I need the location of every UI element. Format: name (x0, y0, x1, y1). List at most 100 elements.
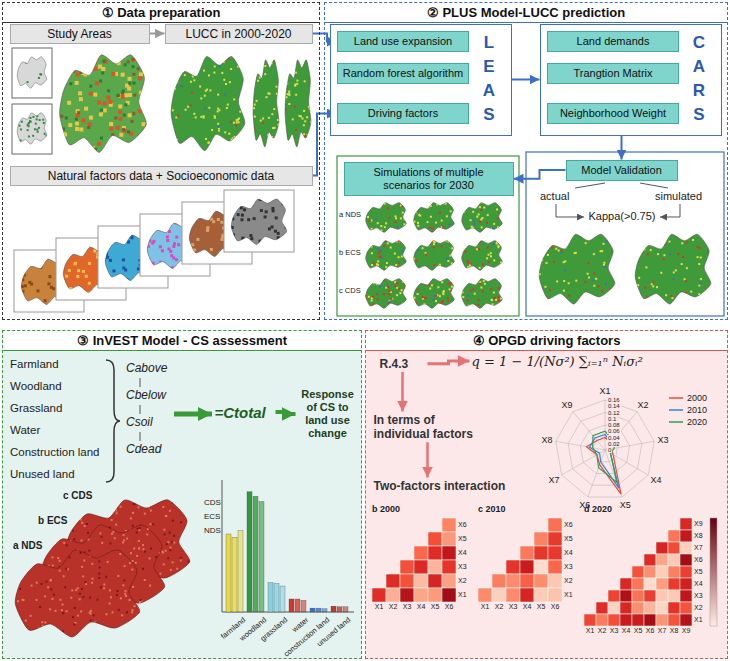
figure-rect (116, 512, 118, 514)
figure-rect (387, 285, 389, 287)
figure-rect (119, 553, 121, 555)
figure-rect (492, 588, 506, 602)
panel-ground (2, 330, 362, 659)
figure-rect (214, 115, 216, 117)
figure-rect (365, 295, 367, 297)
figure-rect (652, 285, 654, 287)
figure-rect (121, 147, 124, 150)
figure-rect (239, 111, 241, 113)
figure-rect (269, 93, 271, 95)
figure-rect (225, 83, 227, 85)
figure-rect (607, 302, 609, 304)
figure-rect (169, 510, 171, 512)
figure-rect (564, 269, 566, 271)
figure-rect (414, 560, 428, 574)
figure-rect (400, 574, 414, 588)
figure-rect (486, 222, 488, 224)
figure-rect (668, 602, 680, 614)
figure-rect (713, 255, 715, 257)
figure-rect (103, 101, 107, 105)
figure-rect (170, 139, 172, 141)
figure-rect (217, 126, 219, 128)
figure-rect (161, 563, 163, 565)
figure-rect (123, 129, 127, 133)
figure-rect (407, 289, 409, 291)
figure-rect (277, 70, 279, 72)
figure-rect (209, 89, 211, 91)
figure-rect (282, 202, 285, 205)
figure-rect (109, 504, 111, 506)
figure-rect (68, 123, 72, 127)
figure-rect (186, 531, 188, 533)
figure-rect (304, 80, 306, 82)
figure-rect (552, 237, 554, 239)
figure-rect (502, 253, 504, 255)
figure-rect (214, 65, 216, 67)
figure-rect (551, 247, 553, 249)
figure-rect (449, 224, 451, 226)
figure-rect (454, 213, 456, 215)
figure-rect (632, 614, 644, 626)
figure-rect (107, 89, 110, 92)
figure-rect (431, 284, 433, 286)
figure-rect (97, 142, 101, 146)
figure-rect (368, 296, 370, 298)
figure-rect (379, 286, 381, 288)
figure-rect (428, 574, 442, 588)
figure-path (556, 204, 584, 217)
figure-rect (303, 110, 305, 112)
figure-rect (16, 87, 18, 89)
figure-rect (365, 301, 367, 303)
figure-rect (322, 609, 327, 612)
figure-rect (169, 250, 172, 253)
figure-rect (425, 310, 427, 312)
figure-rect (435, 300, 437, 302)
flow-arrow (276, 412, 296, 414)
figure-rect (579, 302, 581, 304)
figure-rect (146, 136, 150, 140)
figure-rect (93, 93, 97, 97)
figure-rect (501, 215, 503, 217)
figure-rect (467, 295, 469, 297)
figure-rect (214, 136, 216, 138)
figure-rect (130, 517, 132, 519)
figure-rect (138, 109, 142, 113)
figure-rect (169, 532, 171, 534)
figure-rect (50, 542, 52, 544)
map-thumbnail (412, 200, 457, 235)
figure-rect (105, 253, 108, 256)
figure-rect (616, 237, 618, 239)
figure-rect (381, 269, 383, 271)
figure-rect (490, 306, 492, 308)
figure-rect (115, 144, 119, 148)
figure-rect (129, 599, 131, 601)
figure-rect (206, 229, 209, 232)
map-thumbnail (56, 46, 153, 161)
figure-rect (75, 246, 78, 249)
figure-rect (375, 218, 377, 220)
figure-rect (117, 61, 121, 65)
map-thumbnail (460, 201, 505, 235)
figure-rect (668, 590, 680, 602)
figure-rect (238, 118, 240, 120)
figure-rect (386, 574, 400, 588)
figure-rect (142, 68, 146, 72)
figure-rect (384, 203, 386, 205)
figure-rect (450, 210, 452, 212)
figure-rect (491, 228, 493, 230)
figure-rect (61, 51, 64, 54)
figure-rect (450, 266, 452, 268)
figure-rect (164, 534, 166, 536)
figure-rect (442, 532, 456, 546)
figure-rect (553, 237, 555, 239)
figure-rect (112, 269, 115, 272)
figure-rect (644, 566, 656, 578)
figure-rect (184, 51, 186, 53)
figure-rect (12, 576, 14, 578)
flow-arrow (514, 170, 566, 179)
figure-rect (56, 140, 59, 143)
figure-rect (255, 61, 257, 63)
figure-g (56, 46, 153, 161)
figure-rect (81, 522, 83, 524)
figure-rect (77, 111, 80, 114)
